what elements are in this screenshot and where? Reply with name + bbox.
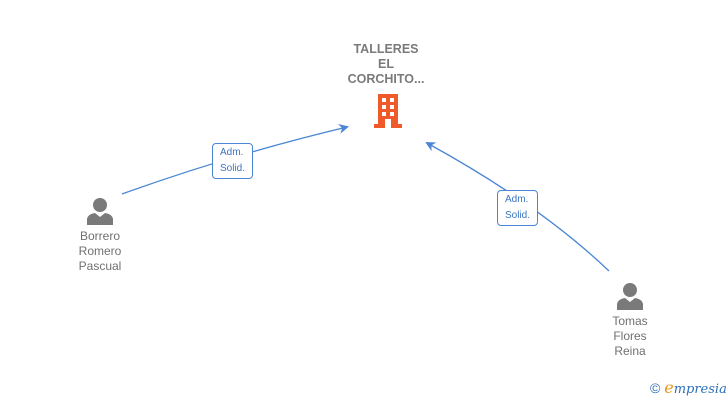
person-icon <box>617 283 643 310</box>
person-name-line: Borrero <box>79 229 120 243</box>
relation-label-tomas[interactable]: Adm. Solid. <box>497 190 539 226</box>
company-name[interactable]: TALLERES EL CORCHITO... <box>347 42 425 86</box>
person-name-line: Flores <box>613 329 647 343</box>
person-name-line: Tomas <box>612 314 648 328</box>
person-name-line: Romero <box>78 244 122 258</box>
person-icon <box>87 198 113 225</box>
person-node-borrero[interactable]: Borrero Romero Pascual <box>60 197 140 274</box>
person-node-tomas[interactable]: Tomas Flores Reina <box>590 282 670 359</box>
empresia-logo: empresia <box>664 378 727 397</box>
relation-label-borrero[interactable]: Adm. Solid. <box>212 143 254 179</box>
footer-brand[interactable]: © empresia <box>650 378 727 397</box>
person-name-line: Reina <box>614 344 646 358</box>
copyright-icon: © <box>650 380 661 396</box>
person-name-line: Pascual <box>78 259 122 273</box>
building-icon[interactable] <box>374 94 402 128</box>
